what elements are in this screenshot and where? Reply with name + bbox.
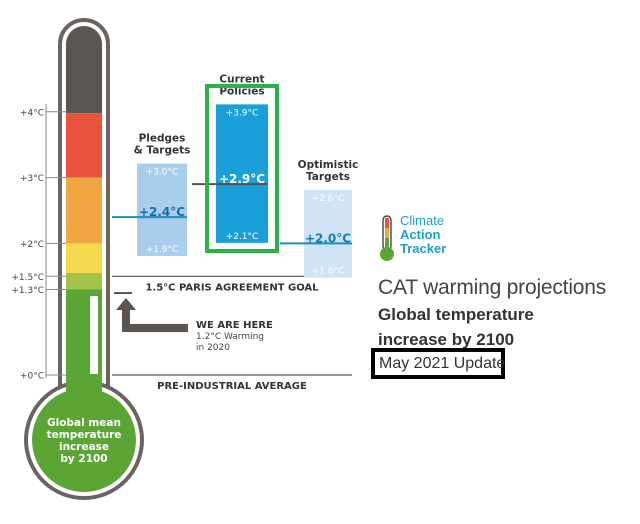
- highlight-box: [205, 84, 279, 253]
- here-marker: [114, 292, 132, 295]
- here-arrow-shaft: [122, 302, 188, 333]
- title-line-2: Global temperature: [378, 305, 534, 324]
- here-label-0: WE ARE HERE: [196, 320, 273, 331]
- title-line-1: CAT warming projections: [378, 276, 607, 299]
- tick-label-1: +3°C: [20, 174, 44, 184]
- here-label-2: in 2020: [196, 343, 230, 353]
- bar-low-label-0: +1.9°C: [146, 245, 179, 255]
- bulb: [32, 388, 136, 492]
- tick-label-0: +4°C: [20, 108, 44, 118]
- mercury-channel: [90, 296, 98, 374]
- tick-label-5: +0°C: [20, 372, 44, 382]
- y-axis: +4°C +3°C +2°C +1.5°C +1.3°C +0°C: [11, 104, 66, 382]
- bar-mid-label-1: +2.9°C: [219, 172, 265, 186]
- cat-logo: Climate Action Tracker: [378, 214, 478, 264]
- bar-low-label-1: +2.1°C: [226, 232, 259, 242]
- here-arrow-head: [116, 298, 136, 311]
- logo-line-1: Climate: [400, 213, 445, 228]
- bar-2: [304, 189, 352, 278]
- bar-low-label-2: +1.6°C: [312, 267, 345, 277]
- projection-bars: +3.0°C +1.9°C +2.4°C Pledges& Targets +3.9°C…: [112, 73, 359, 278]
- tick-label-4: +1.3°C: [11, 286, 44, 296]
- bulb-text-3: by 2100: [60, 453, 107, 465]
- title-block: CAT warming projections Global temperatu…: [378, 276, 606, 350]
- bulb-text-1: temperature: [47, 429, 122, 441]
- thermometer-icon: [380, 215, 394, 261]
- bulb-text-0: Global mean: [47, 417, 121, 429]
- series-label-0-1: & Targets: [134, 145, 191, 157]
- series-label-1-1: Policies: [219, 85, 264, 97]
- update-badge: May 2021 Update: [371, 348, 505, 379]
- band-lightgreen: [66, 273, 102, 290]
- logo-line-3: Tracker: [400, 241, 447, 256]
- series-label-2-0: Optimistic: [298, 159, 359, 171]
- bar-mid-label-2: +2.0°C: [305, 231, 351, 245]
- band-yellow: [66, 243, 102, 274]
- bar-high-label-1: +3.9°C: [226, 108, 259, 118]
- tick-label-2: +2°C: [20, 240, 44, 250]
- series-label-1-0: Current: [219, 73, 264, 85]
- band-red: [66, 113, 102, 178]
- bar-high-label-0: +3.0°C: [146, 168, 179, 178]
- bar-1: [216, 104, 268, 243]
- here-label-1: 1.2°C Warming: [196, 332, 264, 342]
- band-dark: [66, 26, 102, 114]
- bulb-text-2: increase: [59, 441, 109, 453]
- thermometer: [24, 18, 144, 500]
- reference-label-1: PRE-INDUSTRIAL AVERAGE: [157, 381, 307, 392]
- band-orange: [66, 177, 102, 244]
- title-line-3: increase by 2100: [378, 330, 515, 349]
- series-label-0-0: Pledges: [139, 133, 186, 145]
- series-label-2-1: Targets: [306, 171, 350, 183]
- reference-label-0: 1.5°C PARIS AGREEMENT GOAL: [145, 282, 319, 293]
- bar-0: [137, 163, 187, 256]
- bar-high-label-2: +2.6°C: [312, 194, 345, 204]
- bar-mid-label-0: +2.4°C: [139, 205, 185, 219]
- logo-line-2: Action: [400, 227, 441, 242]
- tick-label-3: +1.5°C: [11, 273, 44, 283]
